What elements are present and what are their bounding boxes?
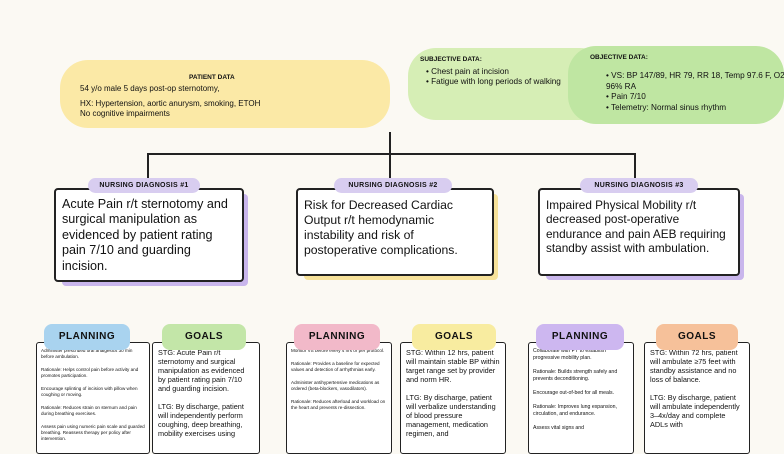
patient-line: No cognitive impairments — [80, 109, 170, 118]
diagnosis-3-text: Impaired Physical Mobility r/t decreased… — [546, 198, 726, 256]
goal-item: LTG: By discharge, patient will ambulate… — [650, 393, 740, 429]
goal-item: STG: Within 72 hrs, patient will ambulat… — [650, 348, 738, 384]
planning-3-column: Collaborate with PT to establish progres… — [528, 342, 634, 454]
planning-item: Encourage out-of-bed for all meals. — [533, 390, 615, 396]
objective-data-heading: OBJECTIVE DATA: — [590, 54, 648, 61]
planning-1-content: Administer prescribed oral analgesics 30… — [37, 343, 149, 453]
diagnosis-1-box: Acute Pain r/t sternotomy and surgical m… — [54, 188, 244, 282]
diagnosis-2-text: Risk for Decreased Cardiac Output r/t he… — [304, 198, 458, 257]
patient-data-text: 54 y/o male 5 days post-op sternotomy, H… — [80, 84, 380, 119]
diagnosis-3-tag: NURSING DIAGNOSIS #3 — [580, 178, 698, 193]
planning-item: Rationale: Builds strength safely and pr… — [533, 369, 618, 382]
goals-2-content: STG: Within 12 hrs, patient will maintai… — [401, 343, 505, 452]
connector-drop-3 — [634, 153, 636, 179]
connector-horizontal — [147, 153, 636, 155]
objective-list: VS: BP 147/89, HR 79, RR 18, Temp 97.6 F… — [596, 71, 784, 113]
objective-item: Pain 7/10 — [606, 92, 784, 103]
diagnosis-1-text: Acute Pain r/t sternotomy and surgical m… — [62, 197, 228, 273]
objective-item: VS: BP 147/89, HR 79, RR 18, Temp 97.6 F… — [606, 71, 784, 92]
goals-3-content: STG: Within 72 hrs, patient will ambulat… — [645, 343, 749, 443]
goals-1-label: GOALS — [162, 324, 246, 350]
planning-1-label: PLANNING — [44, 324, 130, 350]
planning-item: Assess pain using numeric pain scale and… — [41, 424, 145, 441]
planning-item: Encourage splinting of incision with pil… — [41, 386, 138, 397]
patient-line: HX: Hypertension, aortic anurysm, smokin… — [80, 99, 261, 108]
patient-data-blob — [60, 60, 390, 128]
goal-item: STG: Within 12 hrs, patient will maintai… — [406, 348, 500, 384]
diagnosis-1-tag: NURSING DIAGNOSIS #1 — [88, 178, 200, 193]
planning-item: Administer prescribed oral analgesics 30… — [41, 348, 133, 359]
goal-item: STG: Acute Pain r/t sternotomy and surgi… — [158, 348, 245, 393]
goals-1-content: STG: Acute Pain r/t sternotomy and surgi… — [153, 343, 259, 452]
goals-1-column: STG: Acute Pain r/t sternotomy and surgi… — [152, 342, 260, 454]
patient-line: 54 y/o male 5 days post-op sternotomy, — [80, 84, 220, 93]
subjective-list: Chest pain at incision Fatigue with long… — [416, 67, 601, 87]
planning-1-column: Administer prescribed oral analgesics 30… — [36, 342, 150, 454]
goals-3-column: STG: Within 72 hrs, patient will ambulat… — [644, 342, 750, 454]
connector-vertical-top — [389, 132, 391, 154]
diagnosis-2-tag: NURSING DIAGNOSIS #2 — [334, 178, 452, 193]
diagnosis-2-box: Risk for Decreased Cardiac Output r/t he… — [296, 188, 494, 276]
subjective-item: Fatigue with long periods of walking — [426, 77, 601, 87]
goal-item: LTG: By discharge, patient will independ… — [158, 402, 244, 438]
planning-2-column: Monitor VS before every 4 hrs or per pro… — [286, 342, 392, 454]
goals-2-label: GOALS — [412, 324, 496, 350]
planning-3-label: PLANNING — [536, 324, 624, 350]
planning-item: Collaborate with PT to establish progres… — [533, 348, 606, 361]
goal-item: LTG: By discharge, patient will verbaliz… — [406, 393, 496, 438]
subjective-data-heading: SUBJECTIVE DATA: — [420, 56, 482, 63]
planning-2-content: Monitor VS before every 4 hrs or per pro… — [287, 343, 391, 423]
goals-2-column: STG: Within 12 hrs, patient will maintai… — [400, 342, 506, 454]
planning-item: Rationale: Reduces strain on sternum and… — [41, 405, 137, 416]
subjective-item: Chest pain at incision — [426, 67, 601, 77]
objective-item: Telemetry: Normal sinus rhythm — [606, 103, 784, 114]
patient-data-heading: PATIENT DATA — [189, 74, 235, 81]
planning-item: Administer antihypertensive medications … — [291, 380, 380, 391]
planning-item: Rationale: Improves lung expansion, circ… — [533, 404, 617, 417]
planning-3-content: Collaborate with PT to establish progres… — [529, 343, 633, 444]
diagnosis-3-box: Impaired Physical Mobility r/t decreased… — [538, 188, 740, 276]
planning-item: Monitor VS before every 4 hrs or per pro… — [291, 348, 385, 353]
planning-2-label: PLANNING — [294, 324, 380, 350]
planning-item: Rationale: Provides a baseline for expec… — [291, 361, 380, 372]
planning-item: Assess vital signs and — [533, 425, 585, 431]
planning-item: Rationale: Reduces afterload and workloa… — [291, 399, 386, 410]
connector-drop-2 — [389, 153, 391, 179]
planning-item: Rationale: Helps control pain before act… — [41, 367, 139, 378]
goals-3-label: GOALS — [656, 324, 738, 350]
connector-drop-1 — [147, 153, 149, 179]
